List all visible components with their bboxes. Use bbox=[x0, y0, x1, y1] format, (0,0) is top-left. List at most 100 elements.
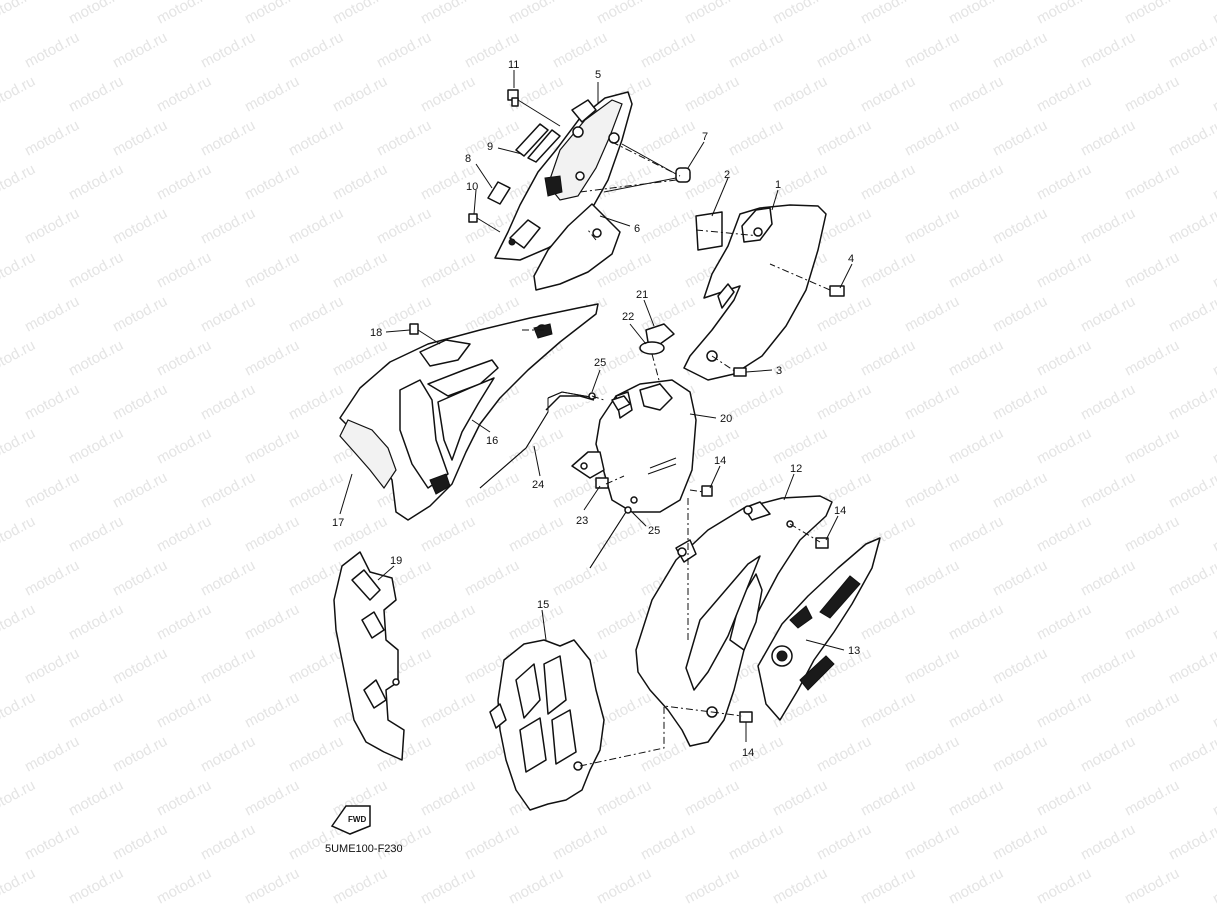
part-2-tag[interactable] bbox=[695, 211, 723, 251]
watermark-text: motod.ru bbox=[726, 733, 786, 776]
watermark-text: motod.ru bbox=[1166, 909, 1217, 913]
watermark-text: motod.ru bbox=[1078, 381, 1138, 424]
watermark-text: motod.ru bbox=[550, 909, 610, 913]
watermark-text: motod.ru bbox=[858, 249, 918, 292]
watermark-text: motod.ru bbox=[858, 73, 918, 116]
watermark-text: motod.ru bbox=[814, 293, 874, 336]
watermark-text: motod.ru bbox=[506, 865, 566, 908]
part-10-bolt[interactable] bbox=[468, 213, 501, 233]
watermark-text: motod.ru bbox=[0, 425, 38, 468]
watermark-text: motod.ru bbox=[110, 909, 170, 913]
watermark-text: motod.ru bbox=[726, 117, 786, 160]
watermark-text: motod.ru bbox=[242, 513, 302, 556]
watermark-text: motod.ru bbox=[242, 601, 302, 644]
fwd-arrow-icon: FWD bbox=[330, 805, 371, 835]
watermark-text: motod.ru bbox=[22, 909, 82, 913]
watermark-text: motod.ru bbox=[770, 777, 830, 820]
watermark-text: motod.ru bbox=[902, 469, 962, 512]
watermark-text: motod.ru bbox=[1034, 425, 1094, 468]
watermark-text: motod.ru bbox=[110, 29, 170, 72]
watermark-text: motod.ru bbox=[990, 821, 1050, 864]
part-22-oring[interactable] bbox=[639, 341, 665, 385]
part-8-pad[interactable] bbox=[487, 181, 511, 205]
watermark-text: motod.ru bbox=[902, 821, 962, 864]
part-14-bolt-c[interactable] bbox=[739, 711, 753, 723]
watermark-text: motod.ru bbox=[374, 29, 434, 72]
watermark-text: motod.ru bbox=[1210, 601, 1217, 644]
watermark-text: motod.ru bbox=[66, 777, 126, 820]
watermark-text: motod.ru bbox=[0, 865, 38, 908]
watermark-text: motod.ru bbox=[22, 821, 82, 864]
watermark-text: motod.ru bbox=[814, 381, 874, 424]
watermark-text: motod.ru bbox=[770, 865, 830, 908]
watermark-text: motod.ru bbox=[330, 0, 390, 28]
watermark-text: motod.ru bbox=[154, 425, 214, 468]
callout-22: 22 bbox=[622, 311, 634, 323]
part-4-bolt[interactable] bbox=[769, 263, 845, 297]
watermark-text: motod.ru bbox=[946, 73, 1006, 116]
part-16-shroud-left[interactable] bbox=[339, 303, 599, 521]
part-6-plate-sheet[interactable] bbox=[533, 203, 621, 291]
watermark-text: motod.ru bbox=[1034, 249, 1094, 292]
watermark-text: motod.ru bbox=[462, 821, 522, 864]
watermark-text: motod.ru bbox=[638, 909, 698, 913]
watermark-text: motod.ru bbox=[242, 161, 302, 204]
watermark-text: motod.ru bbox=[22, 733, 82, 776]
watermark-text: motod.ru bbox=[990, 733, 1050, 776]
part-3-bolt[interactable] bbox=[733, 367, 747, 377]
part-14-bolt-a[interactable] bbox=[701, 485, 713, 497]
watermark-text: motod.ru bbox=[374, 293, 434, 336]
part-12-shroud-right[interactable] bbox=[635, 495, 833, 747]
watermark-text: motod.ru bbox=[462, 557, 522, 600]
watermark-text: motod.ru bbox=[1210, 73, 1217, 116]
watermark-text: motod.ru bbox=[286, 117, 346, 160]
callout-6: 6 bbox=[634, 223, 640, 235]
watermark-text: motod.ru bbox=[418, 73, 478, 116]
part-1-side-cover[interactable] bbox=[683, 204, 827, 381]
watermark-text: motod.ru bbox=[1210, 337, 1217, 380]
part-18-bolt[interactable] bbox=[409, 323, 441, 345]
watermark-text: motod.ru bbox=[198, 645, 258, 688]
part-15-radiator-guard-right[interactable] bbox=[489, 639, 605, 811]
watermark-text: motod.ru bbox=[66, 513, 126, 556]
watermark-text: motod.ru bbox=[946, 865, 1006, 908]
watermark-text: motod.ru bbox=[110, 117, 170, 160]
watermark-text: motod.ru bbox=[1166, 469, 1217, 512]
part-23-bolt[interactable] bbox=[595, 477, 609, 489]
watermark-text: motod.ru bbox=[1122, 777, 1182, 820]
callout-25a: 25 bbox=[594, 357, 606, 369]
watermark-text: motod.ru bbox=[286, 205, 346, 248]
watermark-text: motod.ru bbox=[990, 29, 1050, 72]
part-21-cap[interactable] bbox=[645, 323, 675, 345]
watermark-text: motod.ru bbox=[242, 0, 302, 28]
watermark-text: motod.ru bbox=[66, 601, 126, 644]
part-24-hose[interactable] bbox=[479, 391, 597, 489]
watermark-text: motod.ru bbox=[462, 469, 522, 512]
watermark-text: motod.ru bbox=[946, 161, 1006, 204]
watermark-text: motod.ru bbox=[506, 0, 566, 28]
watermark-text: motod.ru bbox=[638, 205, 698, 248]
part-13-graphic[interactable] bbox=[757, 537, 881, 721]
watermark-text: motod.ru bbox=[154, 337, 214, 380]
watermark-text: motod.ru bbox=[1122, 73, 1182, 116]
watermark-text: motod.ru bbox=[418, 777, 478, 820]
callout-19: 19 bbox=[390, 555, 402, 567]
watermark-text: motod.ru bbox=[1210, 513, 1217, 556]
watermark-text: motod.ru bbox=[154, 601, 214, 644]
part-17-shroud-panel[interactable] bbox=[339, 419, 397, 490]
part-20-tank[interactable] bbox=[571, 379, 697, 513]
callout-8: 8 bbox=[465, 153, 471, 165]
watermark-text: motod.ru bbox=[330, 161, 390, 204]
part-19-radiator-guard-left[interactable] bbox=[333, 551, 405, 761]
watermark-text: motod.ru bbox=[1210, 865, 1217, 908]
watermark-text: motod.ru bbox=[770, 73, 830, 116]
part-11-bolt[interactable] bbox=[507, 89, 561, 127]
watermark-text: motod.ru bbox=[1034, 0, 1094, 28]
part-25-clip-b[interactable] bbox=[589, 506, 632, 569]
watermark-text: motod.ru bbox=[638, 117, 698, 160]
part-14-bolt-b[interactable] bbox=[815, 537, 829, 549]
watermark-text: motod.ru bbox=[1210, 161, 1217, 204]
part-5-number-plate[interactable] bbox=[494, 91, 633, 261]
watermark-text: motod.ru bbox=[814, 29, 874, 72]
callout-16: 16 bbox=[486, 435, 498, 447]
